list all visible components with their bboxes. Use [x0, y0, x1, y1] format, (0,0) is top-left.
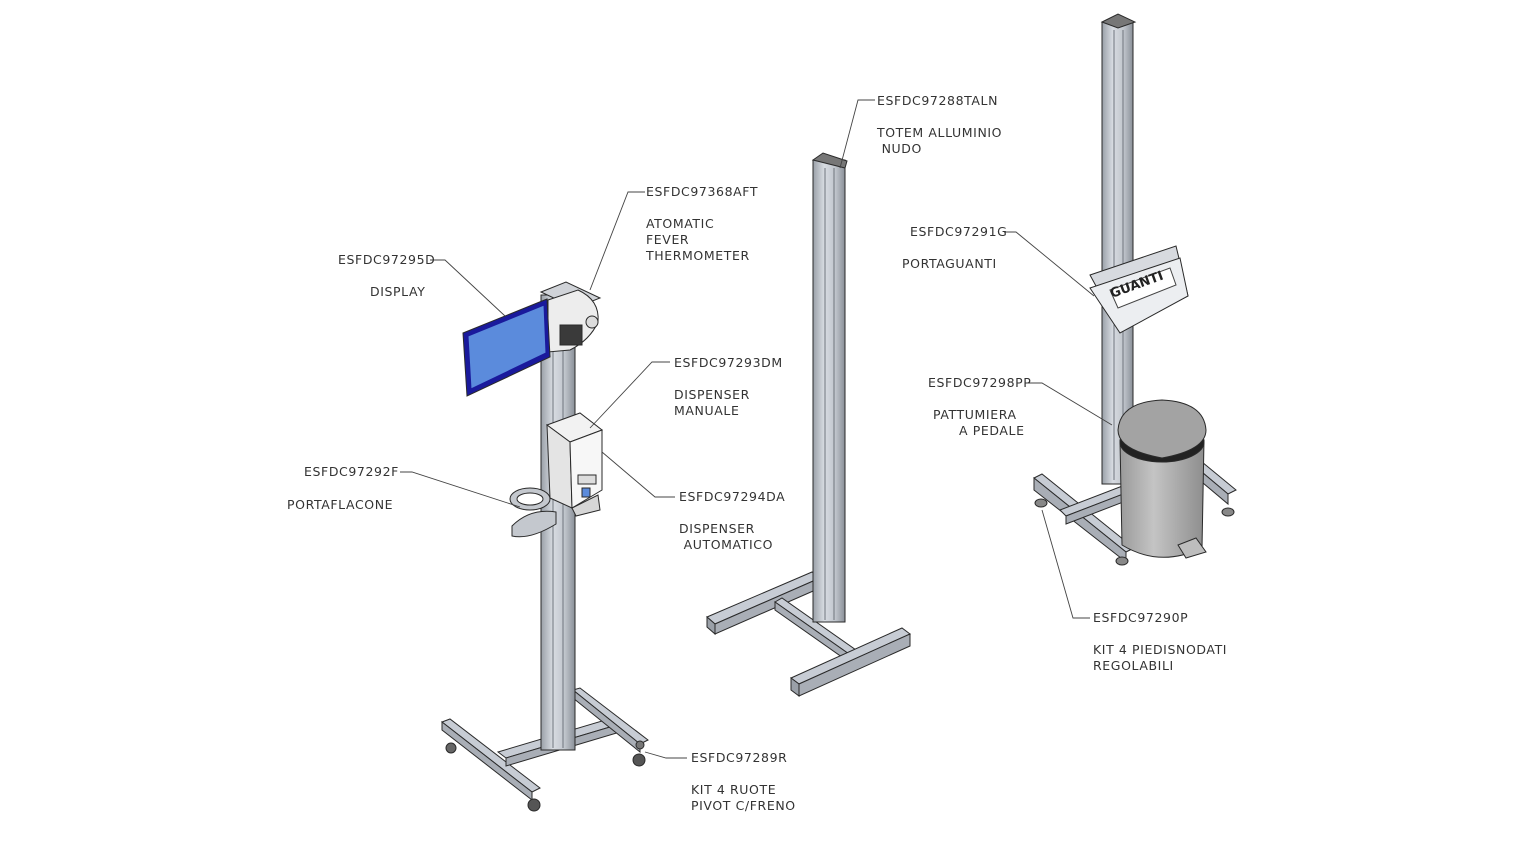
label-thermometer-code: ESFDC97368AFT: [646, 184, 758, 199]
label-bin-code: ESFDC97298PP: [928, 375, 1031, 390]
label-gloves-code: ESFDC97291G: [910, 224, 1007, 239]
totem-equipped: [440, 281, 649, 812]
leader-lines: [400, 99, 1113, 759]
dispenser-unit: [545, 412, 604, 517]
label-manual-dispenser-desc: MANUALE: [674, 403, 739, 418]
label-bottle-holder-code: ESFDC97292F: [304, 464, 399, 479]
label-thermometer-desc: ATOMATIC: [646, 216, 714, 231]
label-bin-desc: PATTUMIERA: [933, 407, 1017, 422]
display-screen: [462, 298, 551, 397]
labels: ESFDC97368AFT ATOMATIC FEVER THERMOMETER…: [287, 93, 1227, 813]
pedal-bin: [1117, 399, 1207, 559]
glove-box: GUANTI: [1089, 245, 1189, 334]
label-totem-desc: TOTEM ALLUMINIO: [876, 125, 1002, 140]
label-auto-dispenser-code: ESFDC97294DA: [679, 489, 785, 504]
label-wheels-desc: PIVOT C/FRENO: [691, 798, 796, 813]
label-auto-dispenser-desc: AUTOMATICO: [679, 537, 773, 552]
label-wheels-desc: KIT 4 RUOTE: [691, 782, 776, 797]
label-gloves-desc: PORTAGUANTI: [902, 256, 997, 271]
label-display-code: ESFDC97295D: [338, 252, 435, 267]
label-thermometer-desc: FEVER: [646, 232, 689, 247]
label-manual-dispenser-desc: DISPENSER: [674, 387, 750, 402]
thermometer-device: [539, 281, 602, 353]
bottle-holder: [509, 487, 557, 538]
label-auto-dispenser-desc: DISPENSER: [679, 521, 755, 536]
label-display-desc: DISPLAY: [370, 284, 425, 299]
label-manual-dispenser-code: ESFDC97293DM: [674, 355, 783, 370]
totem-bare: [706, 152, 911, 697]
label-totem-desc: NUDO: [877, 141, 922, 156]
label-feet-desc: REGOLABILI: [1093, 658, 1174, 673]
foot-icon: [1034, 498, 1235, 566]
totem2-post: [812, 159, 846, 623]
label-wheels-code: ESFDC97289R: [691, 750, 787, 765]
wheel-icon: [445, 740, 646, 812]
totem3-post: [1101, 21, 1134, 485]
label-thermometer-desc: THERMOMETER: [645, 248, 750, 263]
label-totem-code: ESFDC97288TALN: [877, 93, 998, 108]
label-feet-desc: KIT 4 PIEDISNODATI: [1093, 642, 1227, 657]
label-bottle-holder-desc: PORTAFLACONE: [287, 497, 393, 512]
label-feet-code: ESFDC97290P: [1093, 610, 1188, 625]
label-bin-desc: A PEDALE: [959, 423, 1025, 438]
totem-gloves-bin: GUANTI: [1033, 13, 1237, 566]
